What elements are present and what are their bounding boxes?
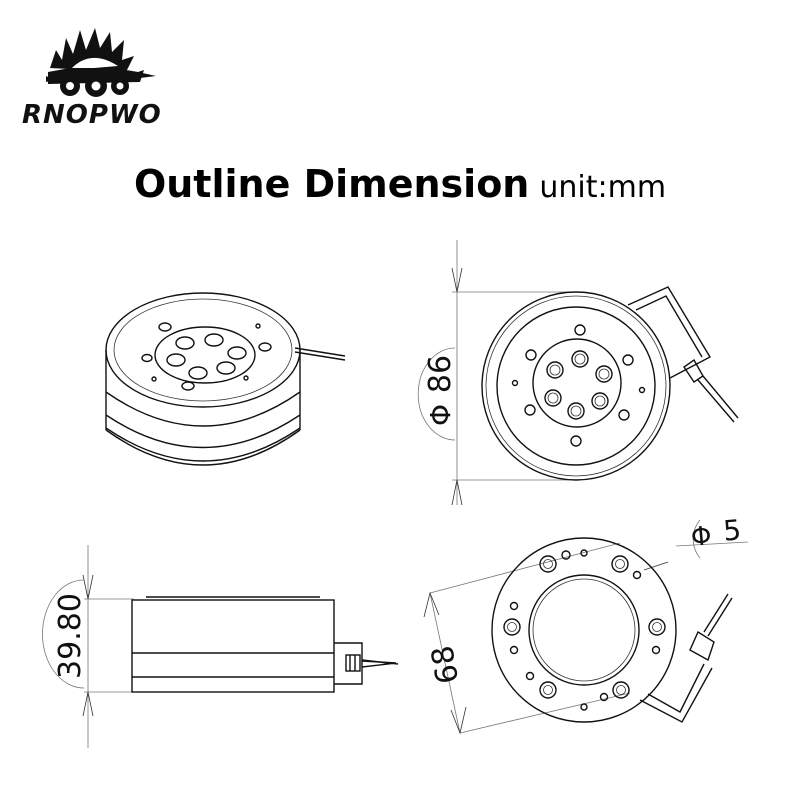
dim-front-diameter: 86 xyxy=(423,355,458,393)
brand-logo-icon xyxy=(46,28,156,97)
title-unit: unit:mm xyxy=(539,170,667,205)
dim-height: 39.80 xyxy=(53,593,88,679)
dim-hole-diameter: 5 xyxy=(722,513,743,547)
dim-front-diameter-symbol: Φ xyxy=(424,404,457,426)
front-view: Φ 86 xyxy=(417,240,739,506)
logo-sunburst xyxy=(50,28,134,72)
dim-mount-diameter: 68 xyxy=(425,643,466,687)
brand-name: RNOPWO xyxy=(22,100,162,130)
title-main: Outline Dimension xyxy=(133,162,530,206)
logo-machine xyxy=(46,68,156,97)
side-view: 39.80 xyxy=(42,545,399,748)
dim-hole-symbol: Φ xyxy=(690,521,713,553)
page-title: Outline Dimension unit:mm xyxy=(0,162,800,206)
isometric-view xyxy=(105,292,346,466)
rear-view: Φ 5 68 xyxy=(423,513,749,735)
